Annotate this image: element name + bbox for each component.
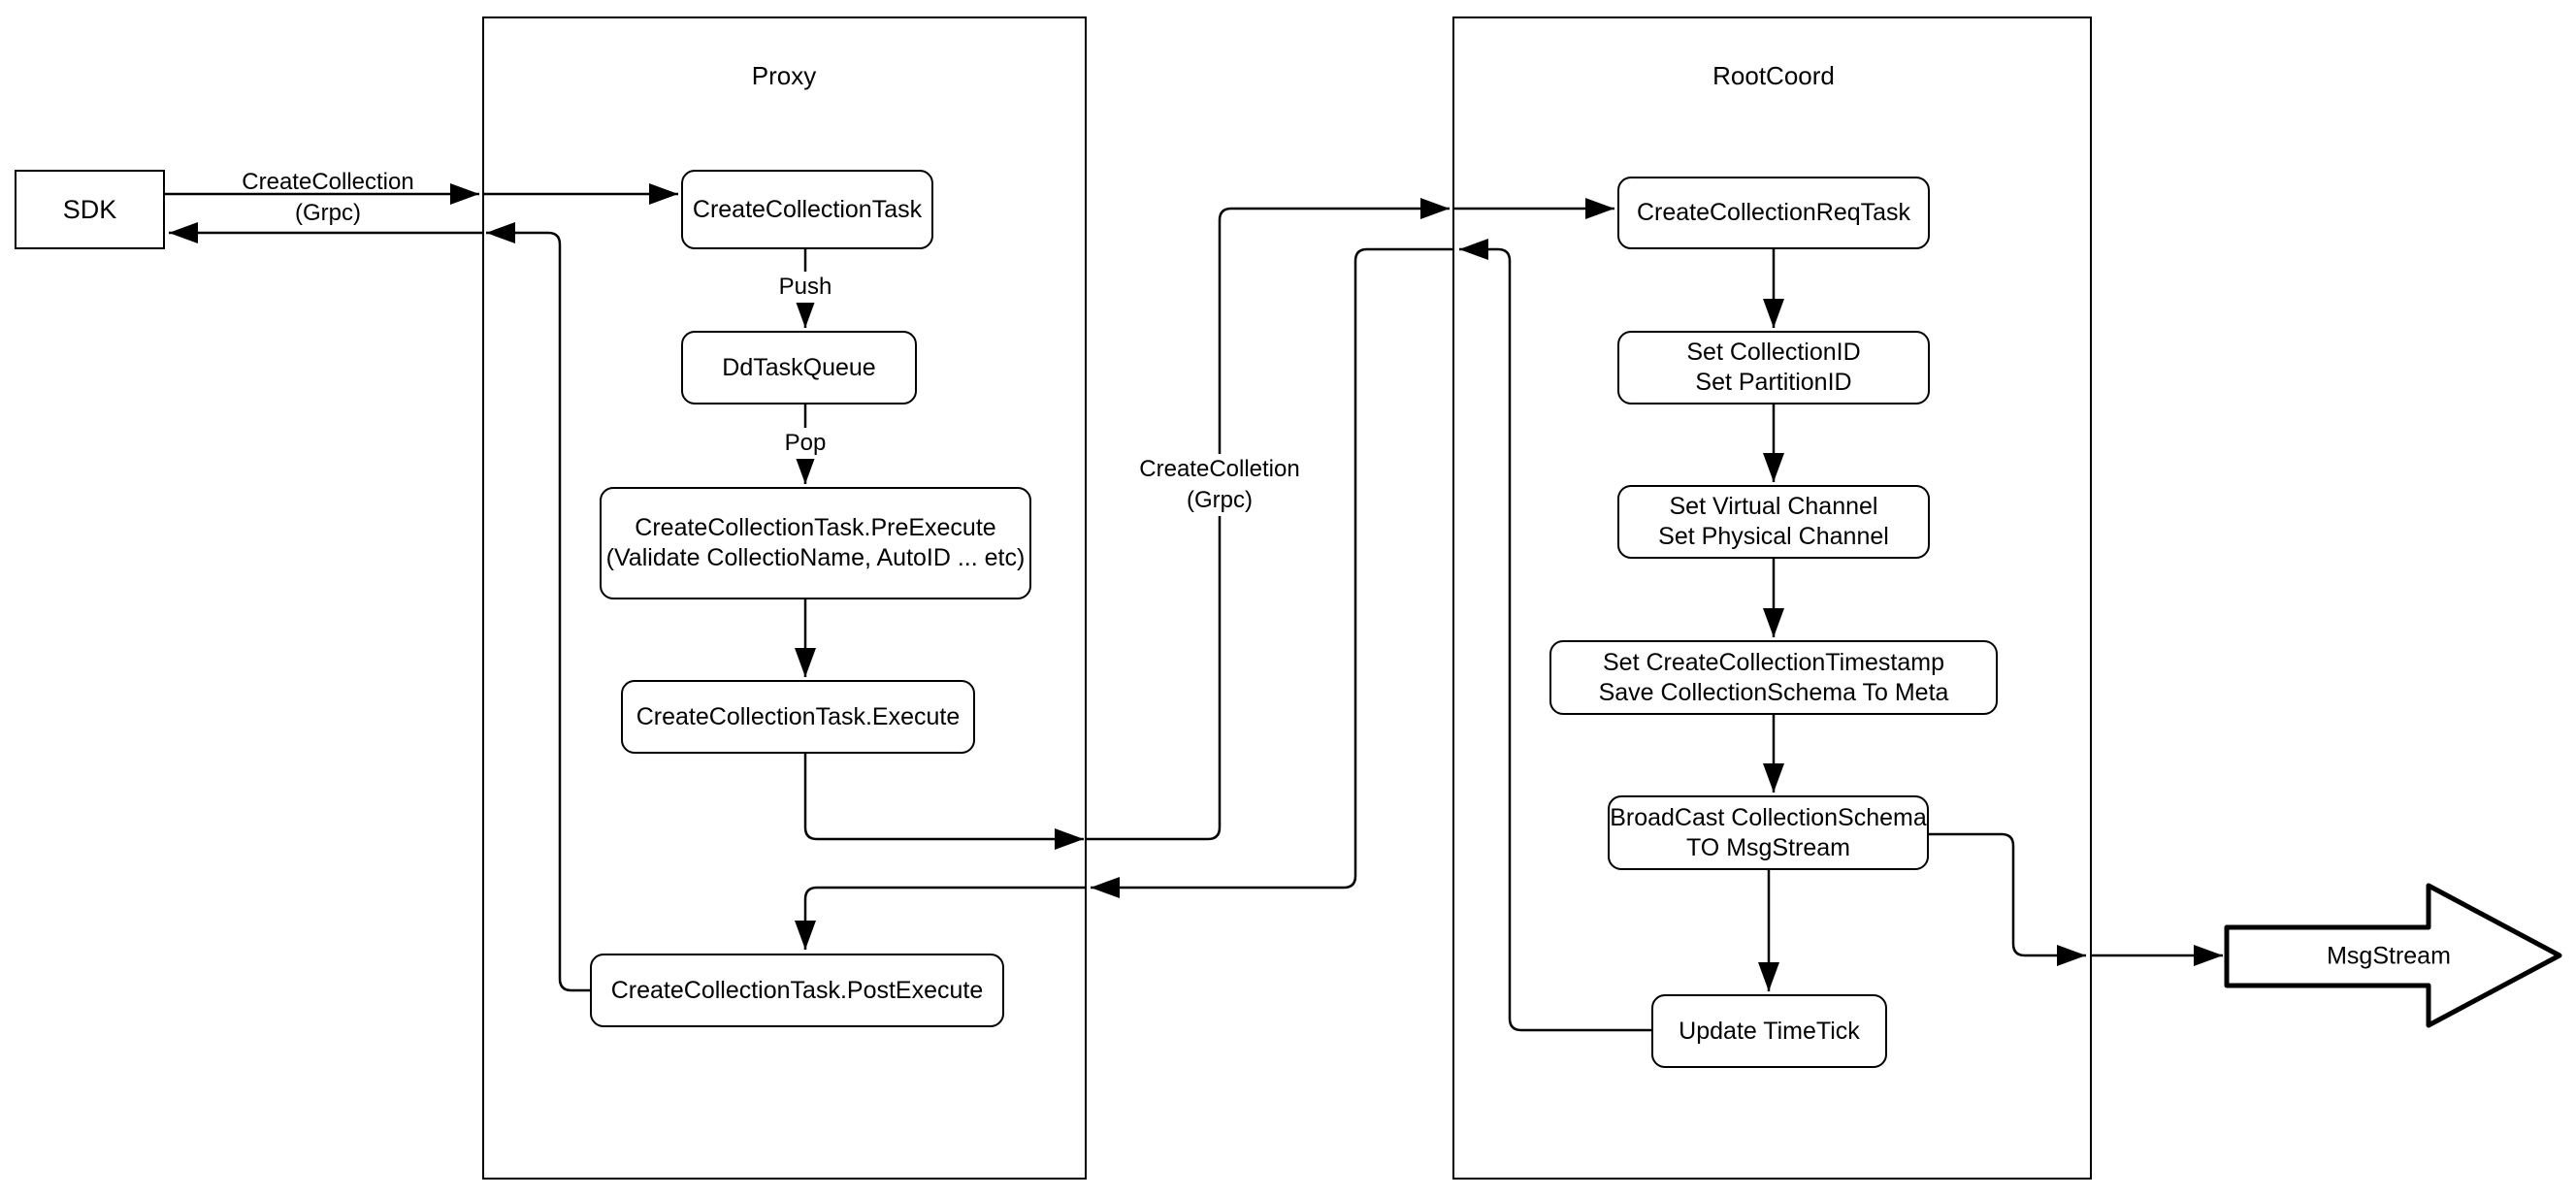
edge-broadcast-to-rootcoord-border xyxy=(1929,832,2086,966)
edge-label-push: Push xyxy=(773,272,837,303)
set-collection-id-node: Set CollectionID Set PartitionID xyxy=(1617,331,1930,404)
update-timetick-node: Update TimeTick xyxy=(1651,994,1887,1068)
edge-label-createcolletion-grpc: CreateColletion (Grpc) xyxy=(1134,454,1305,516)
rootcoord-container xyxy=(1452,16,2092,1180)
proxy-container xyxy=(482,16,1087,1180)
pre-execute-node: CreateCollectionTask.PreExecute (Validat… xyxy=(600,487,1031,599)
dd-task-queue-node: DdTaskQueue xyxy=(681,331,917,404)
create-collection-req-task-node: CreateCollectionReqTask xyxy=(1617,177,1930,249)
edge-proxy-border-to-postexecute xyxy=(795,886,1087,950)
proxy-title: Proxy xyxy=(751,61,817,90)
edge-label-pop: Pop xyxy=(779,428,831,459)
edge-timetick-to-rootcoord-border xyxy=(1459,239,1651,1032)
msgstream-block-arrow xyxy=(2224,883,2562,1028)
set-timestamp-node: Set CreateCollectionTimestamp Save Colle… xyxy=(1549,640,1998,715)
edge-postexecute-to-proxy-border xyxy=(486,222,590,992)
edge-proxy-to-rootcoord-border xyxy=(1087,198,1450,841)
rootcoord-title: RootCoord xyxy=(1712,61,1835,90)
execute-node: CreateCollectionTask.Execute xyxy=(621,680,975,754)
create-collection-task-node: CreateCollectionTask xyxy=(681,170,933,249)
edge-label-createcollection-grpc: CreateCollection (Grpc) xyxy=(242,169,414,226)
msgstream-label: MsgStream xyxy=(2327,942,2451,970)
broadcast-node: BroadCast CollectionSchema TO MsgStream xyxy=(1608,795,1929,870)
set-channels-node: Set Virtual Channel Set Physical Channel xyxy=(1617,485,1930,559)
post-execute-node: CreateCollectionTask.PostExecute xyxy=(590,954,1004,1027)
edge-rootcoord-to-proxy-border xyxy=(1091,247,1452,898)
sdk-node: SDK xyxy=(15,170,165,249)
edge-execute-to-proxy-border xyxy=(803,754,1084,850)
